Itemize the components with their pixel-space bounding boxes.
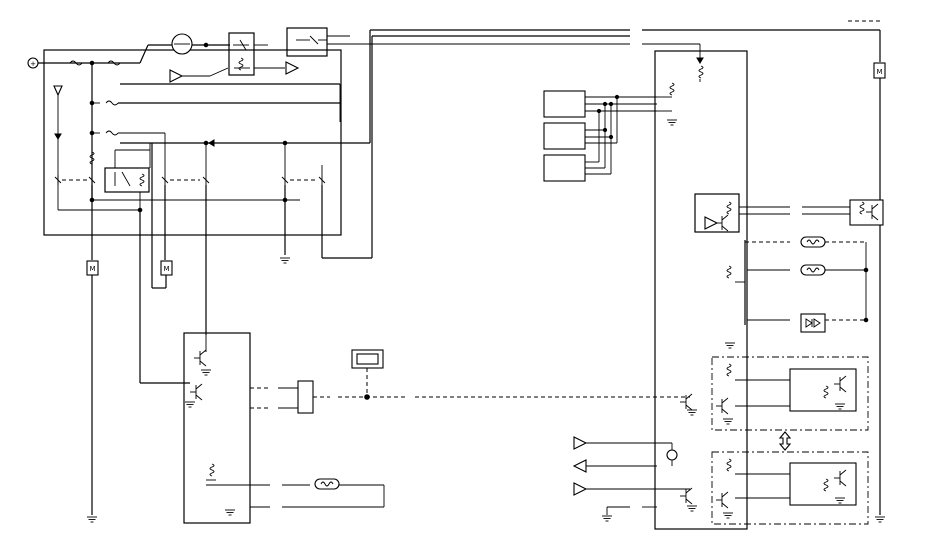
double-arrow-icon — [778, 431, 792, 451]
diode-icon — [696, 57, 704, 64]
amp-block — [694, 193, 740, 233]
motor-icon: M — [86, 260, 99, 276]
relay-box-top-right — [286, 27, 328, 57]
connector-block — [297, 380, 314, 414]
diode-icon — [208, 139, 215, 147]
control-unit-left — [183, 332, 251, 524]
lamp-icon — [800, 236, 826, 248]
switch-module — [543, 122, 586, 150]
connector-arrow-icon — [169, 69, 183, 83]
optional-module-1 — [711, 356, 869, 431]
power-source-symbol: + — [27, 57, 39, 69]
antenna-icon — [53, 85, 63, 97]
sensor-icon — [666, 449, 678, 461]
display-icon — [351, 349, 384, 369]
motor-label: M — [89, 265, 95, 273]
motor-label: M — [876, 68, 882, 76]
sub-module — [789, 368, 857, 412]
diode-icon — [54, 133, 62, 140]
switch-module — [543, 90, 586, 118]
inner-relay-block — [104, 167, 150, 193]
connector-arrow-icon — [285, 61, 299, 75]
lamp-icon — [800, 264, 826, 276]
optional-module-2 — [711, 451, 869, 525]
connector-arrow-icon — [573, 482, 587, 496]
relay-box — [228, 32, 255, 76]
motor-label: M — [163, 265, 169, 273]
motor-icon: M — [160, 260, 173, 276]
lamp-icon — [314, 478, 340, 490]
output-module — [849, 199, 884, 226]
connector-arrow-icon — [573, 436, 587, 450]
control-unit-right — [654, 50, 748, 530]
led-module-icon — [800, 313, 826, 333]
horn-icon — [171, 33, 193, 55]
amplifier-icon — [704, 216, 718, 230]
motor-icon: M — [873, 62, 886, 79]
sub-module — [789, 462, 857, 506]
connector-arrow-icon — [572, 459, 587, 473]
power-symbol-label: + — [30, 60, 36, 68]
switch-module — [543, 154, 586, 182]
